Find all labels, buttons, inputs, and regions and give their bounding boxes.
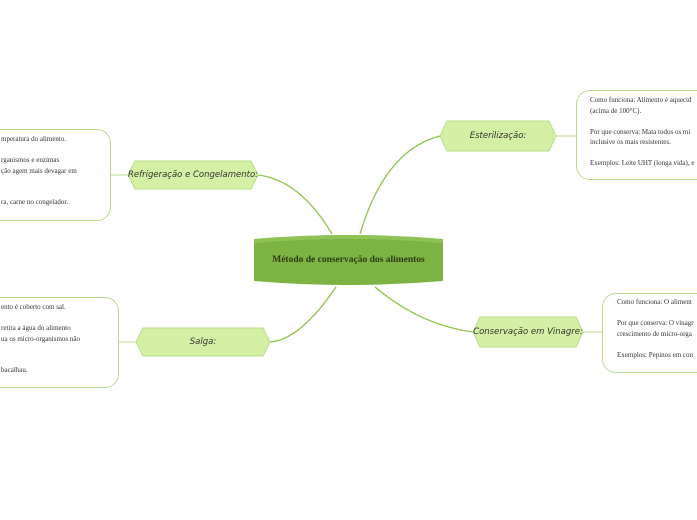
link-salga bbox=[269, 286, 337, 343]
link-refrigeracao bbox=[257, 174, 333, 235]
note-esterilizacao-text: Como funciona: Alimento é aquecid (acima… bbox=[590, 96, 695, 167]
note-vinagre-text: Como funciona: O aliment Por que conserv… bbox=[617, 298, 694, 359]
link-esterilizacao bbox=[359, 135, 441, 235]
central-topic-shape bbox=[254, 235, 443, 285]
branch-esterilizacao[interactable]: Esterilização: bbox=[439, 120, 557, 152]
link-vinagre bbox=[374, 286, 474, 333]
note-esterilizacao[interactable]: Como funciona: Alimento é aquecid (acima… bbox=[576, 90, 697, 180]
branch-vinagre[interactable]: Conservação em Vinagre: bbox=[472, 316, 584, 348]
branch-esterilizacao-label: Esterilização: bbox=[469, 131, 527, 141]
branch-vinagre-shape bbox=[472, 316, 584, 348]
note-salga[interactable]: ento é coberto com sal. retira a água do… bbox=[0, 297, 119, 388]
central-topic-title: Método de conservação dos alimentos bbox=[272, 255, 425, 265]
branch-salga-label: Salga: bbox=[189, 337, 217, 347]
branch-refrigeracao-shape bbox=[127, 160, 259, 190]
branch-refrigeracao-label: Refrigeração e Congelamento: bbox=[127, 170, 259, 180]
note-salga-text: ento é coberto com sal. retira a água do… bbox=[1, 303, 80, 374]
note-refrigeracao-text: mperatura do alimento. rganismos e enzim… bbox=[1, 135, 77, 206]
central-topic[interactable]: Método de conservação dos alimentos bbox=[254, 233, 443, 287]
branch-salga[interactable]: Salga: bbox=[135, 327, 271, 357]
note-vinagre[interactable]: Como funciona: O aliment Por que conserv… bbox=[602, 293, 697, 373]
note-refrigeracao[interactable]: mperatura do alimento. rganismos e enzim… bbox=[0, 129, 111, 221]
branch-refrigeracao[interactable]: Refrigeração e Congelamento: bbox=[127, 160, 259, 190]
branch-salga-shape bbox=[135, 327, 271, 357]
branch-esterilizacao-shape bbox=[439, 120, 557, 152]
branch-vinagre-label: Conservação em Vinagre: bbox=[473, 327, 583, 337]
